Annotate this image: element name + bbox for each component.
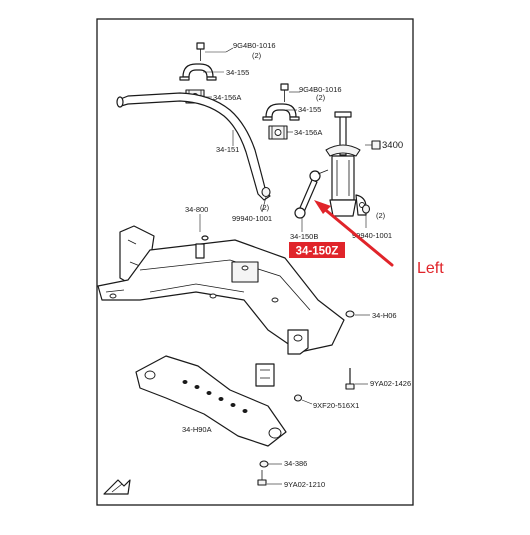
- label-9xf20-516x1: 9XF20-516X1: [313, 401, 359, 410]
- label-99940-1001-left: 99940-1001: [232, 214, 272, 223]
- label-34-155-left: 34-155: [226, 68, 249, 77]
- nut-9xf20: [293, 394, 303, 402]
- label-qty-2-b: (2): [316, 93, 326, 102]
- stabilizer-link: [294, 169, 329, 219]
- washer-h06: [345, 310, 355, 318]
- label-9g4b0-1016-right: 9G4B0-1016: [299, 85, 342, 94]
- red-pointer-arrow: [314, 200, 394, 267]
- label-34-156a-left: 34-156A: [213, 93, 241, 102]
- label-qty-2-a: (2): [252, 51, 262, 60]
- side-label: Left: [417, 260, 444, 277]
- highlight-part-number: 34-150Z: [296, 246, 339, 258]
- label-9g4b0-1016-left: 9G4B0-1016: [233, 41, 276, 50]
- washer-34-386: [259, 460, 269, 468]
- label-9ya02-1210: 9YA02-1210: [284, 480, 325, 489]
- strut-nut-right: [361, 204, 371, 214]
- stabilizer-bracket-right: [262, 103, 300, 121]
- bolt-9ya02-1426: [345, 368, 355, 390]
- stabilizer-bracket-left: [179, 63, 217, 81]
- upper-bolt-right: [280, 83, 289, 102]
- label-3400: 3400: [382, 140, 403, 151]
- strut-3400-ref-icon: [371, 140, 381, 150]
- stabilizer-bar: [116, 92, 271, 201]
- label-34-155-right: 34-155: [298, 105, 321, 114]
- label-34-800: 34-800: [185, 205, 208, 214]
- label-qty-2-c: (2): [376, 211, 386, 220]
- diagram-frame: [96, 18, 414, 506]
- label-34-h06: 34-H06: [372, 311, 397, 320]
- highlight-part-badge: [289, 242, 345, 258]
- front-crossmember: [97, 225, 345, 387]
- label-34-150b: 34-150B: [290, 232, 318, 241]
- upper-bolt-left: [196, 42, 205, 61]
- label-34-h90a: 34-H90A: [182, 425, 212, 434]
- label-34-386: 34-386: [284, 459, 307, 468]
- label-34-156a-right: 34-156A: [294, 128, 322, 137]
- label-9ya02-1426: 9YA02-1426: [370, 379, 411, 388]
- stabilizer-bushing-right: [268, 125, 288, 140]
- rear-brace-plate: [135, 355, 287, 447]
- label-99940-1001-right: 99940-1001: [352, 231, 392, 240]
- link-nut-left: [261, 186, 271, 198]
- front-direction-icon: [103, 479, 131, 495]
- label-34-151: 34-151: [216, 145, 239, 154]
- bolt-9ya02-1210: [257, 470, 267, 486]
- strut-assembly: [325, 111, 367, 217]
- label-qty-2-d: (2): [260, 203, 270, 212]
